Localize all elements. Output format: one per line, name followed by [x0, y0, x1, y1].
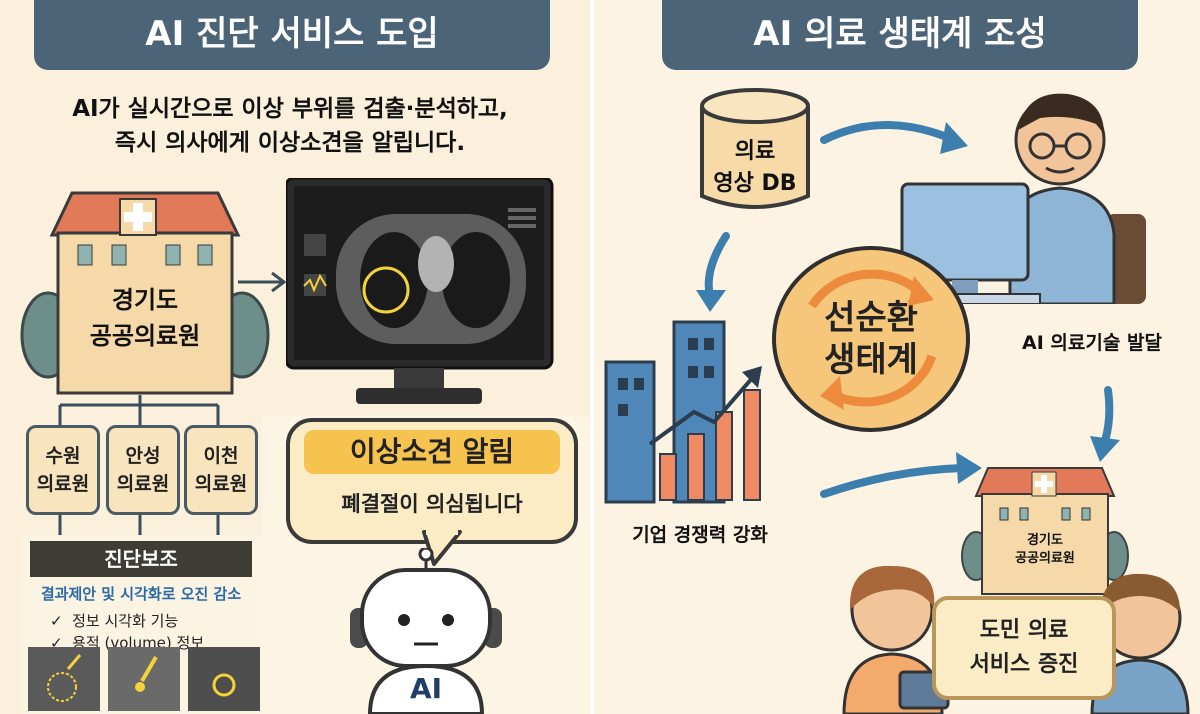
panel-divider: [590, 0, 594, 714]
alert-title: 이상소견 알림: [304, 430, 560, 474]
branch-icheon: 이천 의료원: [184, 425, 258, 515]
diagnosis-item: ✓ 정보 시각화 기능: [50, 610, 262, 632]
citizens-illustration: [842, 565, 1190, 714]
right-header: AI 의료 생태계 조성: [662, 0, 1138, 70]
branch-suwon: 수원 의료원: [26, 425, 100, 515]
branch-connectors: [58, 395, 220, 535]
public-hospital-label-line-2: 공공의료원: [1015, 551, 1075, 566]
check-icon: ✓: [50, 612, 63, 630]
public-hospital-label: 경기도 공공의료원: [990, 532, 1100, 568]
public-hospital-label-line-1: 경기도: [1027, 533, 1063, 548]
citizen-service-box: 도민 의료 서비스 증진: [932, 596, 1116, 700]
flow-arrows: [696, 121, 1120, 498]
database-icon: [700, 88, 810, 209]
branch-anseong: 안성 의료원: [106, 425, 180, 515]
cycle-arrows-icon: [808, 269, 937, 410]
branch-icheon-line-2: 의료원: [194, 473, 248, 495]
citizen-service-line-2: 서비스 증진: [969, 652, 1079, 677]
ct-monitor: [286, 178, 554, 404]
left-header: AI 진단 서비스 도입: [34, 0, 550, 70]
diagnosis-title: 진단보조: [30, 541, 252, 577]
intro-line-1: AI가 실시간으로 이상 부위를 검출·분석하고,: [72, 96, 508, 122]
cycle-label-line-2: 생태계: [824, 340, 918, 380]
diagnosis-item-label: 정보 시각화 기능: [72, 612, 179, 630]
alert-message: 폐결절이 의심됩니다: [341, 492, 523, 516]
branch-suwon-line-1: 수원: [45, 445, 81, 467]
citizen-service-line-1: 도민 의료: [979, 618, 1069, 643]
diagnosis-assist-panel: 진단보조 결과제안 및 시각화로 오진 감소 ✓ 정보 시각화 기능 ✓ 용적 …: [20, 535, 262, 714]
intro-text: AI가 실시간으로 이상 부위를 검출·분석하고, 즉시 의사에게 이상소견을 …: [20, 92, 560, 160]
diagnosis-subtitle: 결과제안 및 시각화로 오진 감소: [40, 585, 242, 603]
arrow-right-icon: [238, 271, 287, 293]
alert-bubble: 이상소견 알림 폐결절이 의심됩니다: [286, 418, 578, 544]
doctor-illustration: [900, 93, 1146, 304]
branch-icheon-line-1: 이천: [203, 445, 239, 467]
company-growth-illustration: [604, 320, 762, 504]
tech-development-label: AI 의료기술 발달: [1022, 332, 1162, 354]
hospital-label-line-2: 공공의료원: [89, 322, 201, 350]
branch-anseong-line-1: 안성: [125, 445, 161, 467]
database-label: 의료 영상 DB: [704, 136, 806, 200]
database-label-line-1: 의료: [734, 139, 776, 164]
branch-anseong-line-2: 의료원: [116, 473, 170, 495]
intro-line-2: 즉시 의사에게 이상소견을 알립니다.: [114, 130, 466, 156]
hospital-label: 경기도 공공의료원: [60, 282, 230, 354]
ai-robot-illustration: [350, 548, 502, 714]
public-hospital-icon: [961, 467, 1129, 595]
robot-ai-label: AI: [409, 672, 443, 705]
company-competitiveness-label: 기업 경쟁력 강화: [632, 524, 768, 546]
hospital-label-line-1: 경기도: [111, 286, 179, 314]
cycle-label-line-1: 선순환: [824, 298, 918, 338]
database-label-line-2: 영상 DB: [713, 171, 797, 196]
branch-suwon-line-2: 의료원: [36, 473, 90, 495]
hospital-illustration: [20, 191, 270, 395]
nodule-scan-thumbnails: [28, 647, 260, 711]
